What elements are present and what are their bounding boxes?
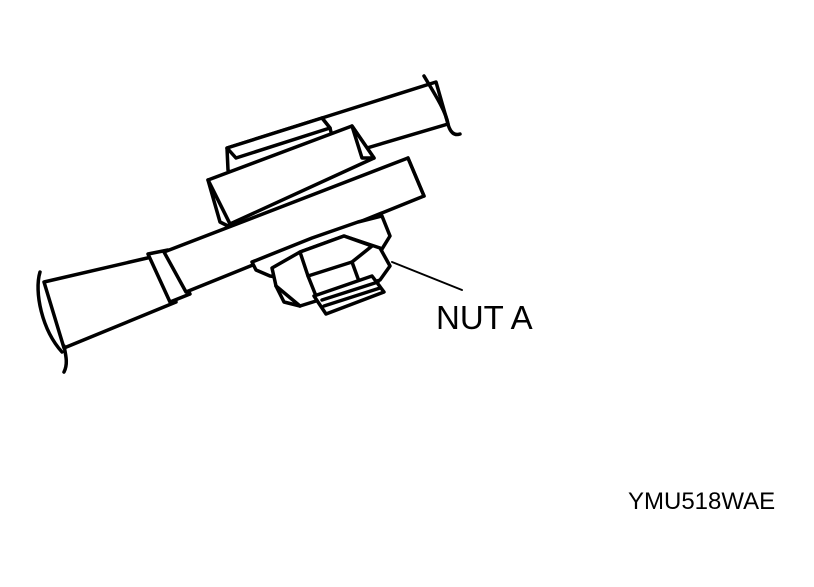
figure-code: YMU518WAE (628, 488, 776, 515)
wrench-bar (162, 156, 426, 294)
mounting-block (206, 124, 376, 230)
wrench-shaft (36, 254, 178, 374)
nut-a-label: NUT A (436, 299, 533, 336)
nut-a (270, 234, 392, 308)
wrench-collar (146, 248, 192, 304)
threaded-stud-end (312, 274, 386, 316)
callout-leader-line (391, 261, 463, 291)
